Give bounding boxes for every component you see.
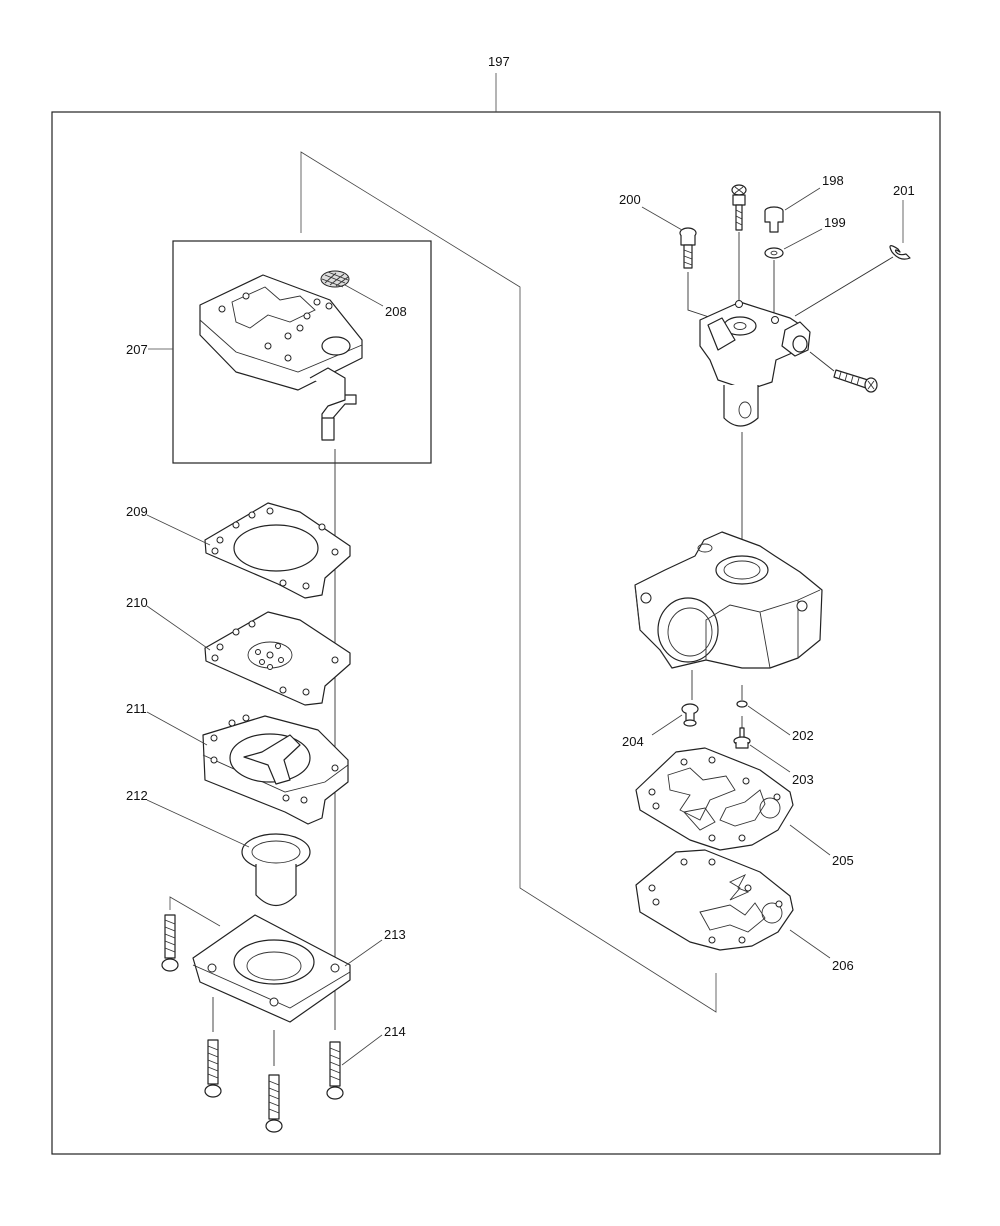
callout-214: 214 <box>384 1024 406 1039</box>
screw-lower-right <box>326 1041 344 1100</box>
callout-208: 208 <box>385 304 407 319</box>
callout-201: 201 <box>893 183 915 198</box>
part-212-primer-bulb <box>241 833 311 907</box>
part-210-pump-diaphragm <box>204 611 351 706</box>
callout-211: 211 <box>126 701 147 716</box>
callout-213: 213 <box>384 927 406 942</box>
screw-lower-left <box>204 1039 222 1098</box>
part-200-screw <box>679 227 697 269</box>
part-209-pump-gasket <box>204 502 351 599</box>
callout-210: 210 <box>126 595 148 610</box>
callout-204: 204 <box>622 734 644 749</box>
screw-upper-left <box>161 914 179 972</box>
callout-202: 202 <box>792 728 814 743</box>
part-198-cap <box>764 206 784 233</box>
part-213-primer-cover <box>169 896 351 1023</box>
part-carburetor-body <box>634 531 823 669</box>
screw-lower-middle <box>265 1074 283 1133</box>
part-199-washer <box>764 247 784 259</box>
part-204-check-valve <box>681 670 699 727</box>
part-202-o-ring <box>736 700 748 708</box>
callout-200: 200 <box>619 192 641 207</box>
callout-207: 207 <box>126 342 148 357</box>
callout-212: 212 <box>126 788 148 803</box>
part-adjust-screw-top <box>731 184 747 231</box>
callout-198: 198 <box>822 173 844 188</box>
part-208-filter-screen <box>320 270 350 288</box>
part-throttle-upper <box>699 300 811 427</box>
part-201-e-clip <box>889 245 911 260</box>
callout-206: 206 <box>832 958 854 973</box>
part-205-metering-gasket <box>635 747 794 851</box>
callout-205: 205 <box>832 853 854 868</box>
part-207-pump-cover <box>199 274 363 441</box>
callout-199: 199 <box>824 215 846 230</box>
part-211-pump-body <box>202 714 349 825</box>
callout-203: 203 <box>792 772 814 787</box>
callout-209: 209 <box>126 504 148 519</box>
part-206-metering-diaphragm <box>635 849 794 951</box>
subassembly-bracket <box>300 151 717 1013</box>
callout-197: 197 <box>488 54 510 69</box>
part-207-box <box>172 240 432 464</box>
part-throttle-side-screw <box>833 369 878 393</box>
part-203-needle <box>733 716 751 749</box>
part-214-screws <box>161 914 344 1133</box>
